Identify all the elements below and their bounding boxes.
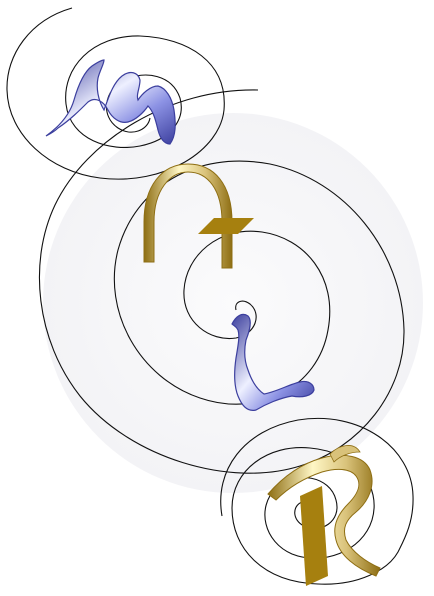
gold-swash — [329, 445, 361, 463]
blue-calligraphy-l-icon — [231, 313, 315, 411]
background-disc — [43, 113, 423, 493]
gold-plate — [198, 218, 254, 234]
gold-arch-icon — [143, 163, 254, 269]
gold-slab — [300, 486, 328, 586]
blue-calligraphy-m-icon — [45, 59, 176, 145]
bottom-spiral-icon — [220, 417, 414, 585]
gold-calligraphy-ornament-icon — [267, 445, 381, 586]
